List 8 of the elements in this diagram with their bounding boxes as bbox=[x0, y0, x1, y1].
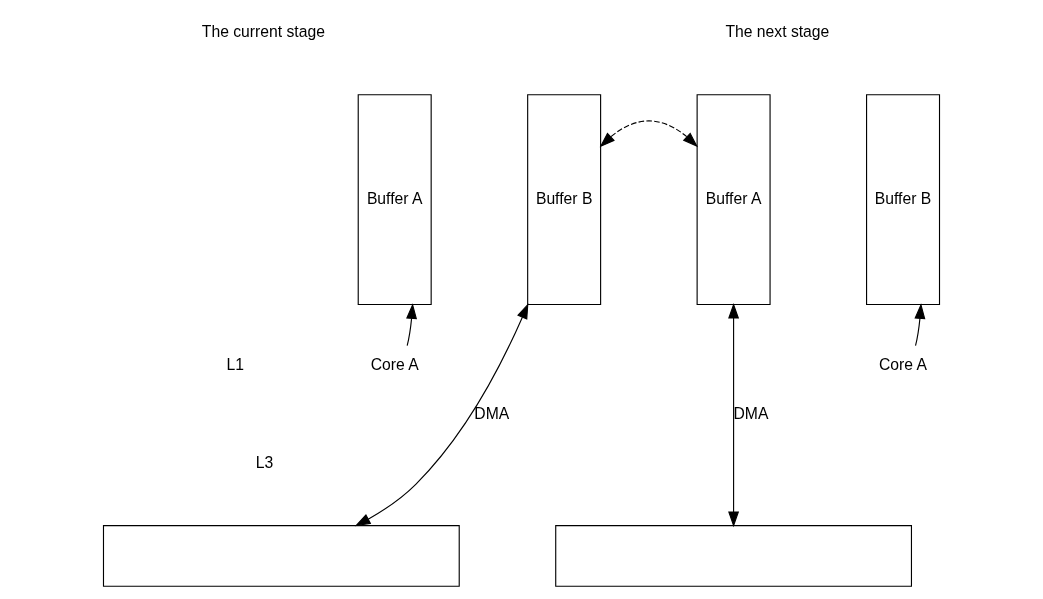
node-text: Core A bbox=[370, 356, 419, 374]
edge-label: DMA bbox=[474, 405, 510, 423]
label: The next stage bbox=[725, 23, 830, 41]
label: The current stage bbox=[201, 23, 325, 41]
edge-label: DMA bbox=[733, 405, 769, 423]
node-text: Core A bbox=[879, 356, 928, 374]
label: L3 bbox=[255, 454, 274, 472]
label: L1 bbox=[226, 356, 245, 374]
